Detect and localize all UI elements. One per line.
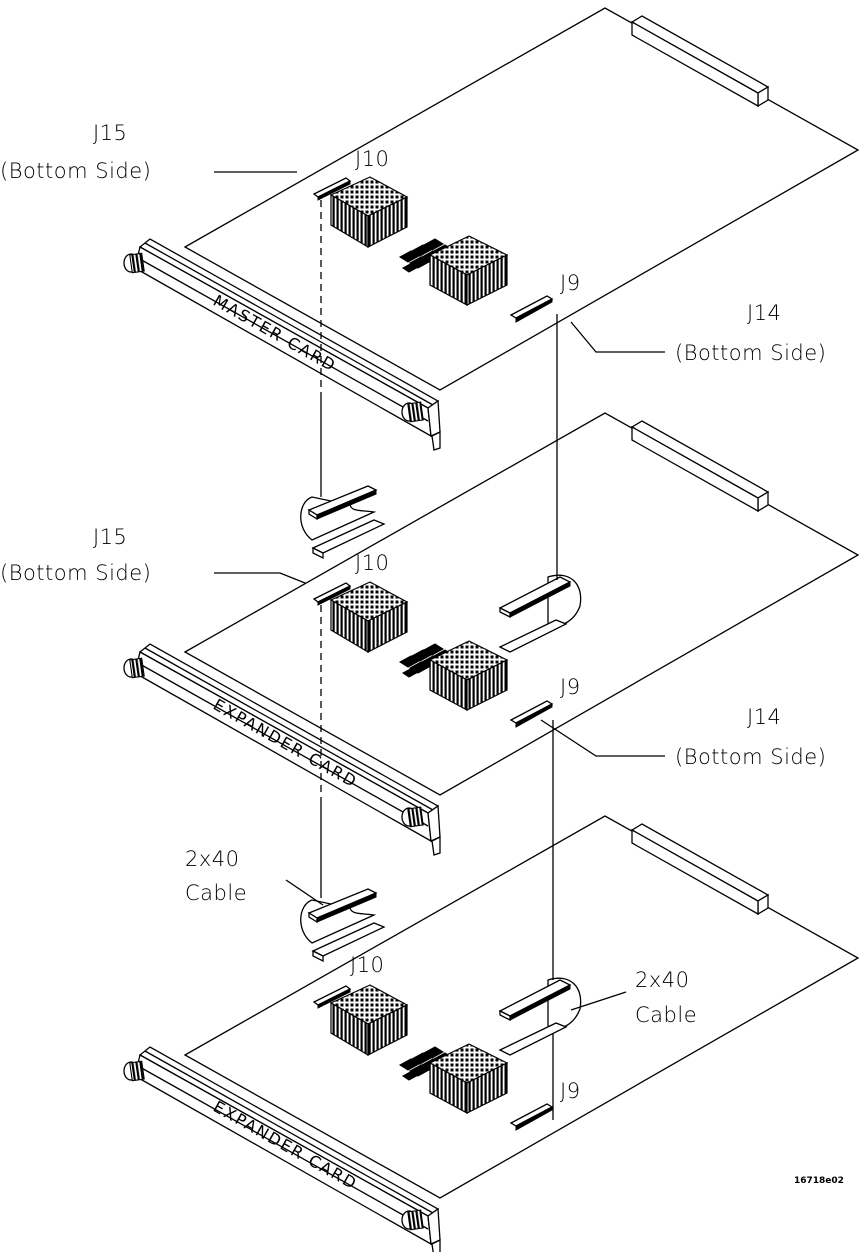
j14-label-top: J14 (747, 301, 781, 325)
j9-label-bottom: J9 (560, 1079, 581, 1103)
figure-code: 16718e02 (794, 1176, 844, 1186)
j15-bottom-side-top: (Bottom Side) (0, 159, 151, 183)
j15-label-middle: J15 (93, 525, 127, 549)
j15-label-top: J15 (93, 121, 127, 145)
cable-left-label-2: Cable (185, 881, 247, 905)
j9-label-top: J9 (560, 271, 581, 295)
guide-lines (320, 200, 558, 1120)
j15-bottom-side-middle: (Bottom Side) (0, 561, 151, 585)
cable-left-label-1: 2x40 (185, 847, 240, 871)
cable-right-label-1: 2x40 (635, 968, 690, 992)
j10-label-bottom: J10 (350, 953, 384, 977)
j10-label-middle: J10 (355, 551, 389, 575)
master-card (123, 7, 859, 451)
j14-label-middle: J14 (747, 705, 781, 729)
cable-right-label-2: Cable (635, 1003, 697, 1027)
j10-label-top: J10 (355, 147, 389, 171)
j9-label-middle: J9 (560, 675, 581, 699)
j14-bottom-side-top: (Bottom Side) (675, 341, 826, 365)
j14-bottom-side-middle: (Bottom Side) (675, 745, 826, 769)
expander-card-middle (123, 412, 859, 856)
leader-lines (214, 171, 665, 1011)
